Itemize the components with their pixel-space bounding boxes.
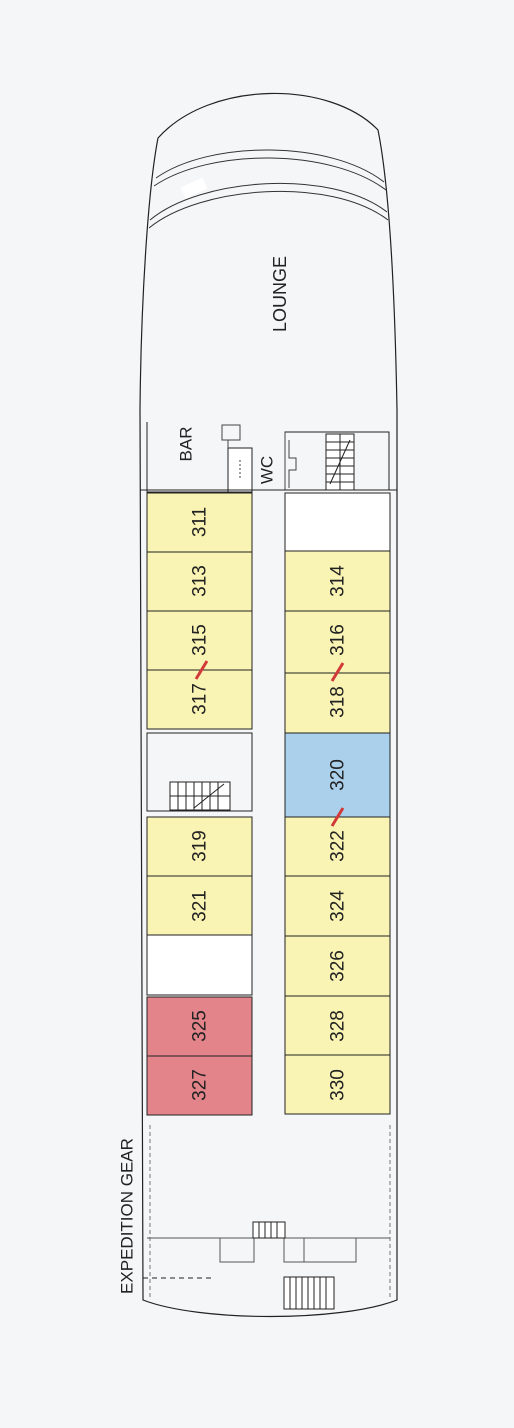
cabin-number: 327 (190, 1069, 211, 1101)
hull-outline (139, 92, 398, 1318)
cabin-320[interactable] (284, 732, 391, 818)
stairs-icon (169, 781, 231, 811)
stairs-icon (252, 1221, 286, 1239)
stair-room-detail (284, 432, 297, 490)
stern-dashed-wall (149, 1125, 391, 1300)
wc-label: WC (258, 456, 277, 484)
cabin-330[interactable] (284, 1054, 391, 1115)
cabin-322[interactable] (284, 816, 391, 877)
connecting-door-icon (330, 662, 345, 682)
expedition-gear-label: EXPEDITION GEAR (118, 1138, 137, 1294)
cabin-311[interactable] (146, 492, 253, 553)
cabin-327[interactable] (146, 1055, 253, 1116)
cabin-328[interactable] (284, 995, 391, 1056)
cabin-number: 313 (190, 565, 211, 597)
empty-cabin-space (146, 934, 253, 996)
cabin-number: 328 (328, 1010, 349, 1042)
bow-arc (155, 149, 385, 183)
stairs-icon (283, 1276, 335, 1310)
wc-detail (221, 424, 241, 448)
bow-arc (153, 157, 387, 191)
bow-arc (148, 190, 389, 229)
connecting-door-icon (194, 660, 209, 680)
stern-fixtures (219, 1238, 357, 1263)
cabin-number: 322 (328, 830, 349, 862)
cabin-number: 317 (190, 683, 211, 715)
cabin-313[interactable] (146, 551, 253, 612)
lounge-label: LOUNGE (270, 256, 290, 332)
cabin-number: 324 (328, 890, 349, 922)
cabin-325[interactable] (146, 996, 253, 1057)
cabin-number: 314 (328, 565, 349, 597)
port-corridor-space (146, 732, 253, 812)
cabin-321[interactable] (146, 875, 253, 936)
cabin-324[interactable] (284, 875, 391, 937)
cabin-318[interactable] (284, 672, 391, 734)
bow-arc (149, 182, 388, 221)
cabin-number: 320 (328, 759, 349, 791)
cabin-314[interactable] (284, 550, 391, 612)
cabin-number: 316 (328, 624, 349, 656)
bow-window (180, 177, 208, 199)
cabin-number: 319 (190, 830, 211, 862)
cabin-317[interactable] (146, 669, 253, 730)
cabin-number: 325 (190, 1010, 211, 1042)
cabin-number: 330 (328, 1069, 349, 1101)
cabin-number: 315 (190, 624, 211, 656)
cabin-316[interactable] (284, 610, 391, 674)
connecting-door-icon (330, 807, 345, 827)
cabin-326[interactable] (284, 935, 391, 997)
cabin-number: 318 (328, 686, 349, 718)
cabin-number: 321 (190, 890, 211, 922)
stairs-icon (325, 433, 355, 491)
cabin-number: 326 (328, 950, 349, 982)
bar-label: BAR (177, 427, 196, 462)
cabin-number: 311 (190, 507, 211, 537)
empty-cabin-space (284, 492, 391, 552)
cabin-319[interactable] (146, 816, 253, 877)
